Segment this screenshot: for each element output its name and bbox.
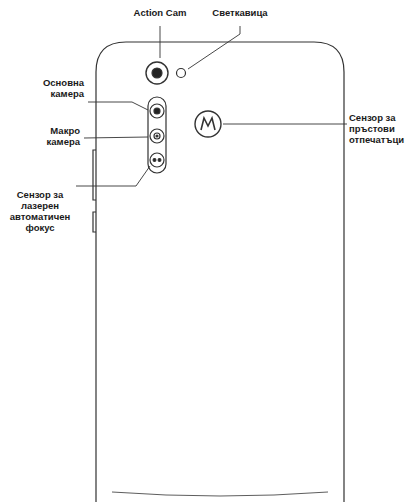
label-macro-camera: Макро камера: [30, 126, 80, 148]
side-button: [93, 150, 96, 200]
camera-module: [148, 97, 166, 173]
label-fingerprint: Сензор за пръстови отпечатъци: [349, 113, 406, 146]
macro-camera: [150, 129, 164, 143]
label-flash: Светкавица: [195, 8, 285, 19]
label-main-camera: Основна камера: [24, 78, 84, 100]
laser-af-dot: [158, 159, 161, 162]
action-cam-lens: [146, 62, 168, 84]
macro-camera-dot: [156, 135, 158, 137]
label-laser-af: Сензор за лазерен автоматичен фокус: [3, 190, 77, 234]
leader-line: [88, 102, 148, 110]
phone-bottom-edge: [112, 492, 328, 496]
main-camera: [150, 104, 164, 118]
phone-body: [96, 42, 344, 502]
fingerprint-sensor: [195, 111, 221, 137]
leader-line: [160, 26, 161, 58]
action-cam-lens-inner: [152, 68, 162, 78]
flash: [177, 69, 186, 78]
motorola-logo: [201, 118, 215, 130]
side-button: [93, 212, 96, 232]
leader-line: [188, 26, 240, 69]
laser-af-dot: [153, 159, 156, 162]
leader-line: [84, 137, 148, 138]
laser-af-sensor: [150, 153, 164, 167]
main-camera-inner: [154, 108, 160, 114]
leader-line: [223, 124, 347, 125]
macro-camera-inner: [154, 133, 160, 139]
label-action-cam: Action Cam: [115, 8, 205, 19]
leader-line: [76, 166, 150, 186]
